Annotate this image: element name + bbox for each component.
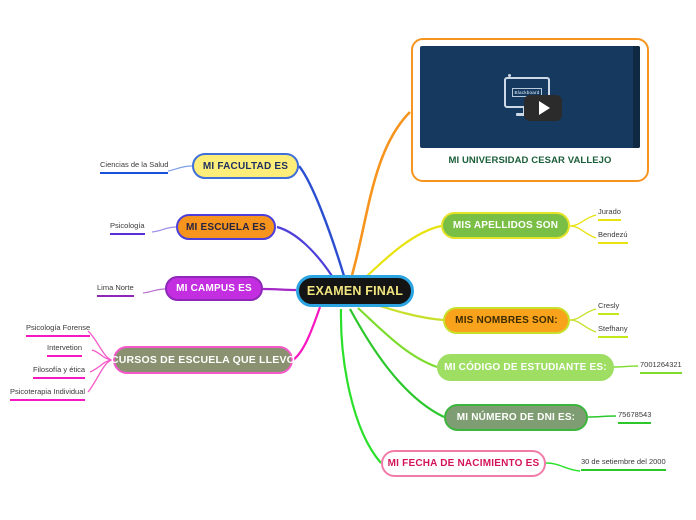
leaf-apellidos-1[interactable]: Bendezú [598, 229, 628, 244]
leaf-nombres-1[interactable]: Stefhany [598, 323, 628, 338]
leaf-apellidos-0[interactable]: Jurado [598, 206, 621, 221]
node-mi-codigo-estudiante[interactable]: MI CÓDIGO DE ESTUDIANTE ES: [437, 354, 614, 381]
node-cursos-escuela[interactable]: CURSOS DE ESCUELA QUE LLEVO [110, 346, 296, 374]
leaf-cursos-3[interactable]: Psicoterapia Individual [10, 386, 86, 401]
leaf-dni-0[interactable]: 75678543 [618, 409, 652, 424]
node-mis-apellidos[interactable]: MIS APELLIDOS SON [441, 212, 570, 239]
node-mi-fecha-nacimiento[interactable]: MI FECHA DE NACIMIENTO ES [381, 450, 546, 477]
leaf-fecha-0[interactable]: 30 de setiembre del 2000 [581, 456, 666, 471]
node-mi-facultad[interactable]: MI FACULTAD ES [192, 153, 299, 179]
node-mi-escuela-label: MI ESCUELA ES [185, 221, 267, 233]
node-mis-apellidos-label: MIS APELLIDOS SON [452, 220, 559, 231]
central-node-label: EXAMEN FINAL [306, 284, 404, 298]
node-mi-codigo-estudiante-label: MI CÓDIGO DE ESTUDIANTE ES: [444, 362, 607, 373]
leaf-campus-0[interactable]: Lima Norte [97, 282, 134, 297]
node-mi-facultad-label: MI FACULTAD ES [202, 160, 289, 172]
node-mis-nombres[interactable]: MIS NOMBRES SON: [443, 307, 570, 334]
node-mi-campus-label: MI CAMPUS ES [176, 283, 252, 294]
node-mi-numero-dni-label: MI NÚMERO DE DNI ES: [456, 412, 576, 423]
video-thumbnail[interactable]: Blackboard [420, 46, 640, 148]
node-cursos-escuela-label: CURSOS DE ESCUELA QUE LLEVO [110, 354, 296, 366]
media-card[interactable]: Blackboard MI UNIVERSIDAD CESAR VALLEJO [411, 38, 649, 182]
node-mi-numero-dni[interactable]: MI NÚMERO DE DNI ES: [444, 404, 588, 431]
leaf-cursos-2[interactable]: Filosofía y ética [33, 364, 86, 379]
leaf-facultad-0[interactable]: Ciencias de la Salud [100, 159, 169, 174]
leaf-cursos-0[interactable]: Psicología Forense [26, 322, 91, 337]
node-mi-escuela[interactable]: MI ESCUELA ES [176, 214, 276, 240]
play-icon[interactable] [524, 95, 562, 121]
media-caption: MI UNIVERSIDAD CESAR VALLEJO [448, 155, 612, 166]
node-mi-fecha-nacimiento-label: MI FECHA DE NACIMIENTO ES [387, 458, 540, 469]
monitor-dot [508, 74, 511, 77]
leaf-codigo-0[interactable]: 7001264321 [640, 359, 682, 374]
play-triangle [539, 101, 550, 115]
node-mi-campus[interactable]: MI CAMPUS ES [165, 276, 263, 301]
leaf-escuela-0[interactable]: Psicología [110, 220, 145, 235]
leaf-nombres-0[interactable]: Cresly [598, 300, 620, 315]
leaf-cursos-1[interactable]: Intervetion [47, 342, 83, 357]
node-mis-nombres-label: MIS NOMBRES SON: [455, 315, 558, 326]
central-node[interactable]: EXAMEN FINAL [296, 275, 414, 307]
